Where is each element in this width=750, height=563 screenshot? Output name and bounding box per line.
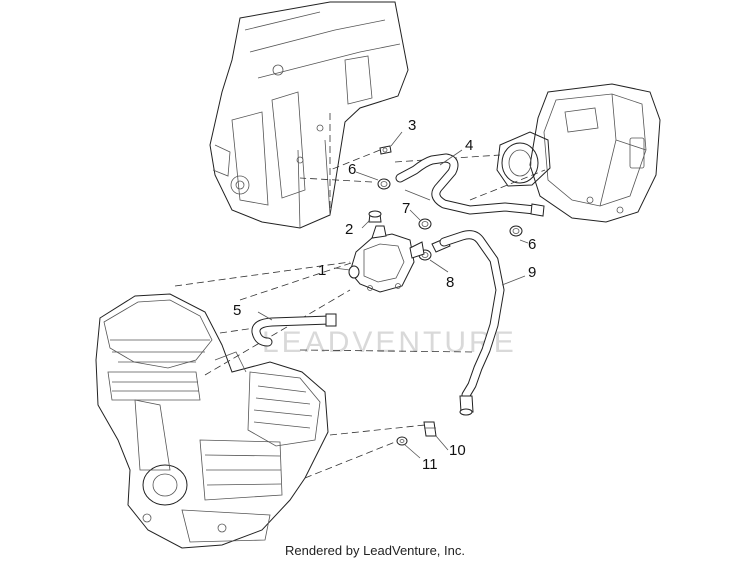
callout-8: 8 bbox=[446, 274, 454, 291]
callout-4: 4 bbox=[465, 137, 473, 154]
part-11-washer bbox=[396, 436, 408, 446]
watermark-text: LEADVENTURE bbox=[262, 326, 517, 359]
callout-3: 3 bbox=[408, 117, 416, 134]
callout-7: 7 bbox=[402, 200, 410, 217]
part-6-clamp-right bbox=[509, 225, 523, 237]
callout-5: 5 bbox=[233, 302, 241, 319]
part-3-screw bbox=[379, 145, 392, 155]
part-7-clamp bbox=[418, 218, 432, 230]
part-5-hose bbox=[251, 313, 337, 347]
part-2-cap bbox=[368, 210, 382, 223]
callout-2: 2 bbox=[345, 221, 353, 238]
part-4-breather-hose bbox=[395, 153, 545, 217]
callout-1: 1 bbox=[318, 262, 326, 279]
airbox-illustration bbox=[496, 83, 661, 223]
callout-6-right: 6 bbox=[528, 236, 536, 253]
part-10-fitting bbox=[423, 421, 437, 437]
callout-leaders bbox=[257, 131, 529, 459]
engine-illustration bbox=[95, 293, 329, 549]
frame-illustration bbox=[209, 1, 409, 229]
render-credit: Rendered by LeadVenture, Inc. bbox=[285, 543, 465, 558]
callout-6-upper: 6 bbox=[348, 161, 356, 178]
callout-9: 9 bbox=[528, 264, 536, 281]
part-6-clamp-upper bbox=[377, 178, 391, 190]
part-9-return-pipe bbox=[439, 230, 505, 416]
callout-11: 11 bbox=[422, 456, 438, 473]
dashed-leader-lines bbox=[174, 113, 546, 479]
callout-10: 10 bbox=[449, 442, 466, 459]
callout-labels: 1 2 3 4 5 6 6 7 8 9 10 11 bbox=[233, 117, 536, 473]
part-1-separator bbox=[348, 225, 425, 293]
